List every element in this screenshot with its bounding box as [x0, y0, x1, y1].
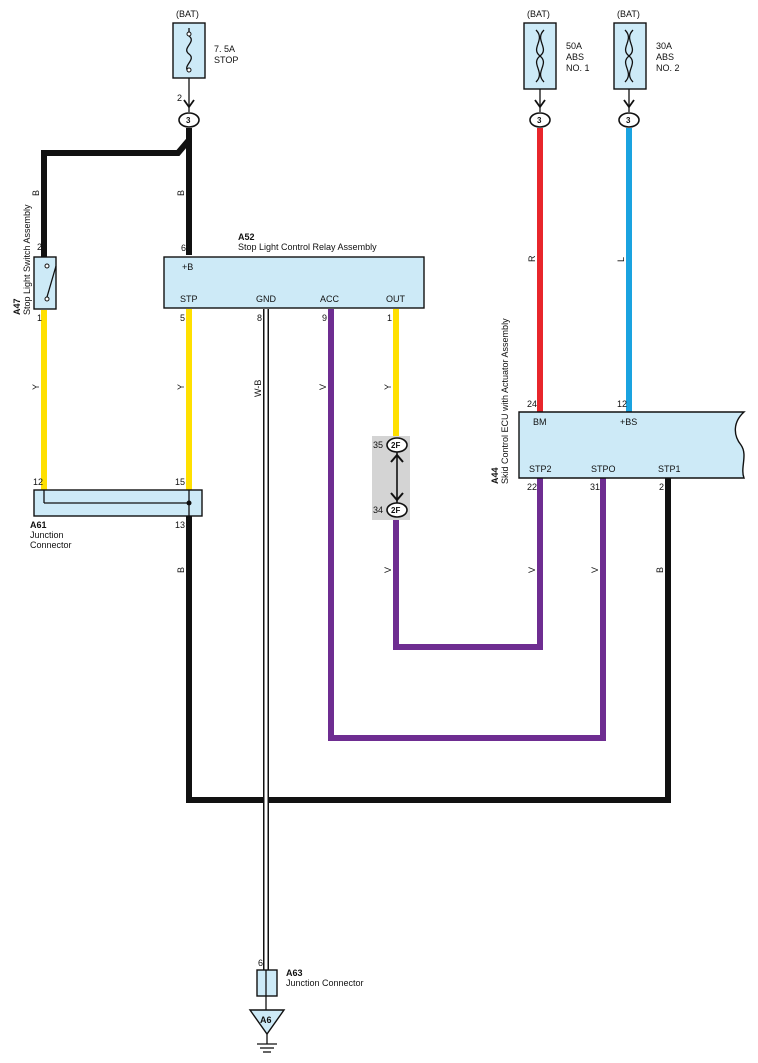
a63-name: Junction Connector — [286, 978, 364, 988]
fuse-abs1-name2: NO. 1 — [566, 63, 590, 73]
wire-label-wb: W-B — [253, 380, 263, 397]
a61-name2: Connector — [30, 540, 72, 550]
inline-connector-2f: 2F 2F 35 34 — [372, 436, 410, 520]
wire-labels: B B Y Y Y W-B V V V V B B R L — [31, 190, 665, 573]
inline-bottom-code: 2F — [391, 506, 400, 515]
wire-label-b3: B — [655, 567, 665, 573]
inline-top-code: 2F — [391, 441, 400, 450]
wire-label-l: L — [616, 257, 626, 262]
a52-label-b: +B — [182, 262, 193, 272]
wire-black-bottom — [186, 478, 671, 803]
a44-label-stpo: STPO — [591, 464, 616, 474]
fuse-abs2-name1: ABS — [656, 52, 674, 62]
wire-label-b4: B — [176, 567, 186, 573]
a52-name: Stop Light Control Relay Assembly — [238, 242, 377, 252]
fuse-abs1-source: (BAT) — [527, 9, 550, 19]
a61-pin-right: 15 — [175, 477, 185, 487]
a52-relay-assembly: A52 Stop Light Control Relay Assembly 6 … — [163, 232, 425, 323]
fuse-abs2: (BAT) 30A ABS NO. 2 3 — [613, 9, 680, 128]
a52-label-gnd: GND — [256, 294, 277, 304]
wire-black-top — [41, 128, 192, 258]
a44-label-bm: BM — [533, 417, 547, 427]
fuse-stop-connector: 3 — [186, 116, 191, 125]
fuse-stop: (BAT) 7. 5A STOP 2 3 — [172, 9, 238, 128]
a44-label-stp2: STP2 — [529, 464, 552, 474]
wire-label-y2: Y — [176, 384, 186, 390]
wire-label-v3: V — [527, 567, 537, 573]
wire-yellow — [41, 309, 399, 490]
a44-pin-stp1: 2 — [659, 482, 664, 492]
a61-name1: Junction — [30, 530, 64, 540]
a52-pin-gnd: 8 — [257, 313, 262, 323]
a44-pin-bm: 24 — [527, 399, 537, 409]
a52-pin-b: 6 — [181, 243, 186, 253]
a47-pin-top: 2 — [37, 242, 42, 252]
wire-violet — [328, 309, 606, 741]
a47-name: Stop Light Switch Assembly — [22, 204, 32, 315]
wire-label-y1: Y — [31, 384, 41, 390]
a47-code: A47 — [12, 298, 22, 315]
fuse-stop-rating: 7. 5A — [214, 44, 235, 54]
a44-pin-stp2: 22 — [527, 482, 537, 492]
a52-code: A52 — [238, 232, 255, 242]
ground-code: A6 — [260, 1015, 272, 1025]
fuse-abs2-source: (BAT) — [617, 9, 640, 19]
a52-pin-out: 1 — [387, 313, 392, 323]
ground-symbol: A6 — [248, 1009, 286, 1053]
a52-label-acc: ACC — [320, 294, 340, 304]
fuse-abs2-name2: NO. 2 — [656, 63, 680, 73]
a63-junction-connector: 6 A63 Junction Connector — [256, 958, 364, 1010]
a63-code: A63 — [286, 968, 303, 978]
fuse-abs1-connector: 3 — [537, 116, 542, 125]
a61-pin-bottom: 13 — [175, 520, 185, 530]
wire-label-b2: B — [176, 190, 186, 196]
a44-label-bs: +BS — [620, 417, 637, 427]
a52-pin-acc: 9 — [322, 313, 327, 323]
wire-label-r: R — [527, 255, 537, 262]
wire-label-v2: V — [383, 567, 393, 573]
a61-code: A61 — [30, 520, 47, 530]
wire-label-y3: Y — [383, 384, 393, 390]
fuse-abs1: (BAT) 50A ABS NO. 1 3 — [523, 9, 590, 128]
a61-junction-connector: 12 15 13 A61 Junction Connector — [30, 477, 203, 550]
fuse-abs1-rating: 50A — [566, 41, 582, 51]
fuse-abs2-connector: 3 — [626, 116, 631, 125]
wire-label-v4: V — [590, 567, 600, 573]
inline-top-pin: 35 — [373, 440, 383, 450]
fuse-stop-name: STOP — [214, 55, 238, 65]
a47-stop-light-switch: 2 1 A47 Stop Light Switch Assembly — [12, 204, 57, 323]
a44-label-stp1: STP1 — [658, 464, 681, 474]
fuse-stop-source: (BAT) — [176, 9, 199, 19]
a44-code: A44 — [490, 467, 500, 484]
a63-pin: 6 — [258, 958, 263, 968]
inline-bottom-pin: 34 — [373, 505, 383, 515]
wire-label-b1: B — [31, 190, 41, 196]
a44-pin-bs: 12 — [617, 399, 627, 409]
fuse-abs1-name1: ABS — [566, 52, 584, 62]
wire-label-v1: V — [318, 384, 328, 390]
fuse-abs2-rating: 30A — [656, 41, 672, 51]
a44-pin-stpo: 31 — [590, 482, 600, 492]
a44-name: Skid Control ECU with Actuator Assembly — [500, 318, 510, 484]
a61-pin-left: 12 — [33, 477, 43, 487]
a44-skid-control-ecu: BM +BS 24 12 STP2 STPO STP1 22 31 2 A44 … — [490, 318, 746, 492]
fuse-stop-pin: 2 — [177, 93, 182, 103]
a47-pin-bottom: 1 — [37, 313, 42, 323]
a52-pin-stp: 5 — [180, 313, 185, 323]
a52-label-stp: STP — [180, 294, 198, 304]
a52-label-out: OUT — [386, 294, 406, 304]
